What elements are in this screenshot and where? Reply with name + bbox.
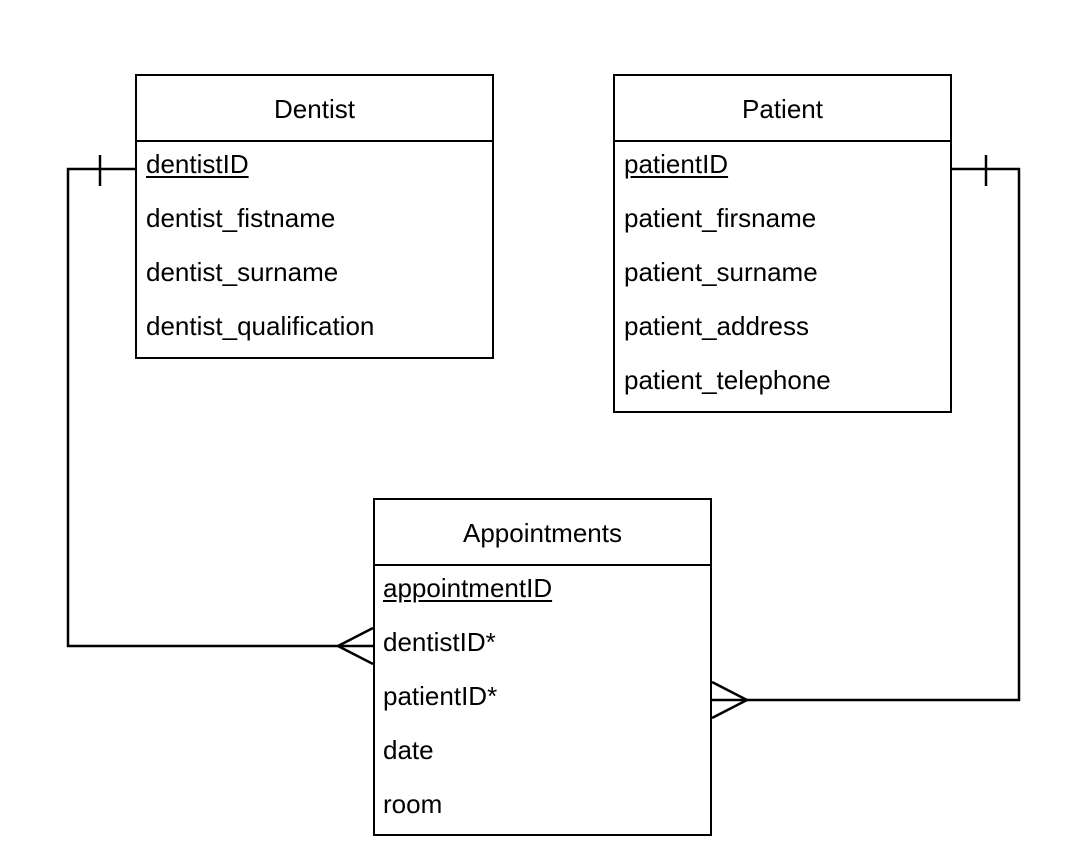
entity-title-dentist: Dentist — [137, 76, 492, 142]
attribute: patient_firsname — [624, 203, 817, 233]
attribute-list-dentist: dentistID dentist_fistname dentist_surna… — [137, 142, 492, 358]
attribute: room — [383, 789, 443, 819]
foreign-key-attribute: dentistID* — [383, 627, 496, 657]
crows-foot-appointments-dentist — [335, 626, 374, 666]
entity-dentist[interactable]: Dentist dentistID dentist_fistname denti… — [135, 74, 494, 359]
attribute-list-appointments: appointmentID dentistID* patientID* date… — [375, 566, 710, 836]
primary-key-attribute: appointmentID — [383, 573, 553, 603]
relationship-line-dentist-appointments — [66, 167, 373, 648]
entity-title-appointments: Appointments — [375, 500, 710, 566]
foreign-key-attribute: patientID* — [383, 681, 498, 711]
entity-title-patient: Patient — [615, 76, 950, 142]
entity-appointments[interactable]: Appointments appointmentID dentistID* pa… — [373, 498, 712, 836]
primary-key-attribute: patientID — [624, 149, 729, 179]
crows-foot-appointments-patient — [711, 680, 750, 720]
attribute: dentist_surname — [146, 257, 339, 287]
primary-key-attribute: dentistID — [146, 149, 249, 179]
attribute: patient_address — [624, 311, 810, 341]
attribute: patient_telephone — [624, 365, 831, 395]
attribute: date — [383, 735, 434, 765]
attribute: patient_surname — [624, 257, 818, 287]
attribute-list-patient: patientID patient_firsname patient_surna… — [615, 142, 950, 412]
attribute: dentist_qualification — [146, 311, 375, 341]
attribute: dentist_fistname — [146, 203, 336, 233]
entity-patient[interactable]: Patient patientID patient_firsname patie… — [613, 74, 952, 413]
